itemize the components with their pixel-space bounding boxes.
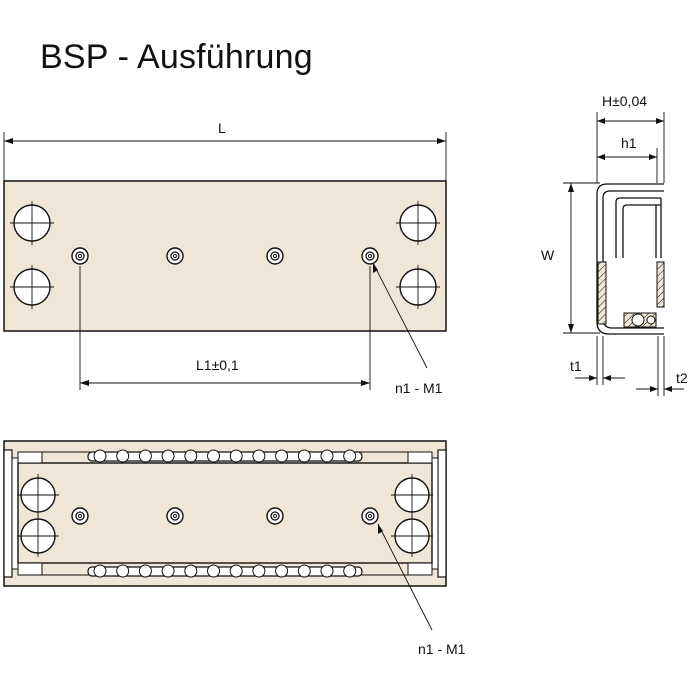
t1-label: t1 bbox=[570, 358, 582, 374]
t2-label: t2 bbox=[676, 370, 688, 386]
mounting-holes-large bbox=[10, 201, 440, 309]
ball bbox=[207, 564, 220, 578]
ball bbox=[229, 449, 243, 463]
t2-dimension: t2 bbox=[636, 336, 688, 396]
t1-dimension: t1 bbox=[570, 336, 625, 385]
ball bbox=[138, 449, 152, 463]
ball bbox=[320, 449, 334, 463]
thread-label-top: n1 - M1 bbox=[395, 380, 443, 396]
ball bbox=[229, 564, 243, 578]
pitch-label: L1±0,1 bbox=[196, 357, 239, 373]
top-view: L L1±0,1 n1 - M1 bbox=[3, 120, 447, 396]
ball bbox=[343, 449, 357, 463]
ball bbox=[252, 449, 266, 463]
ball bbox=[297, 449, 311, 463]
ball bbox=[184, 564, 198, 578]
ball bbox=[320, 564, 334, 578]
ball-cage-bottom bbox=[87, 564, 363, 578]
mounting-holes-large-bottom bbox=[17, 474, 433, 557]
ball bbox=[207, 449, 220, 463]
top-plate bbox=[3, 180, 447, 332]
threaded-holes bbox=[71, 247, 379, 265]
height-label: H±0,04 bbox=[602, 93, 647, 109]
page-title: BSP - Ausführung bbox=[40, 38, 313, 76]
ball bbox=[275, 449, 289, 463]
width-label: W bbox=[541, 247, 555, 263]
pitch-dimension: L1±0,1 bbox=[79, 266, 371, 390]
ball bbox=[275, 564, 289, 578]
ball-cage-top bbox=[87, 449, 363, 463]
inner-height-label: h1 bbox=[621, 135, 637, 151]
length-label: L bbox=[218, 120, 226, 136]
ball bbox=[297, 564, 311, 578]
ball bbox=[343, 564, 357, 578]
ball bbox=[138, 564, 152, 578]
ball bbox=[93, 564, 107, 578]
profile-section bbox=[596, 183, 665, 335]
ball bbox=[93, 449, 107, 463]
ball bbox=[116, 449, 130, 463]
inner-height-dimension: h1 bbox=[597, 135, 658, 183]
thread-label-bottom: n1 - M1 bbox=[418, 641, 466, 657]
ball bbox=[161, 564, 175, 578]
length-dimension: L bbox=[3, 120, 447, 181]
thread-leader-bottom: n1 - M1 bbox=[377, 523, 466, 657]
ball bbox=[252, 564, 266, 578]
ball bbox=[184, 449, 198, 463]
thread-leader-top: n1 - M1 bbox=[372, 262, 443, 396]
width-dimension: W bbox=[541, 182, 600, 334]
section-view: H±0,04 h1 W bbox=[541, 93, 688, 396]
ball bbox=[161, 449, 175, 463]
threaded-holes-bottom bbox=[71, 507, 379, 525]
ball bbox=[116, 564, 130, 578]
height-dimension: H±0,04 bbox=[596, 93, 665, 183]
bottom-view: n1 - M1 bbox=[3, 440, 466, 657]
